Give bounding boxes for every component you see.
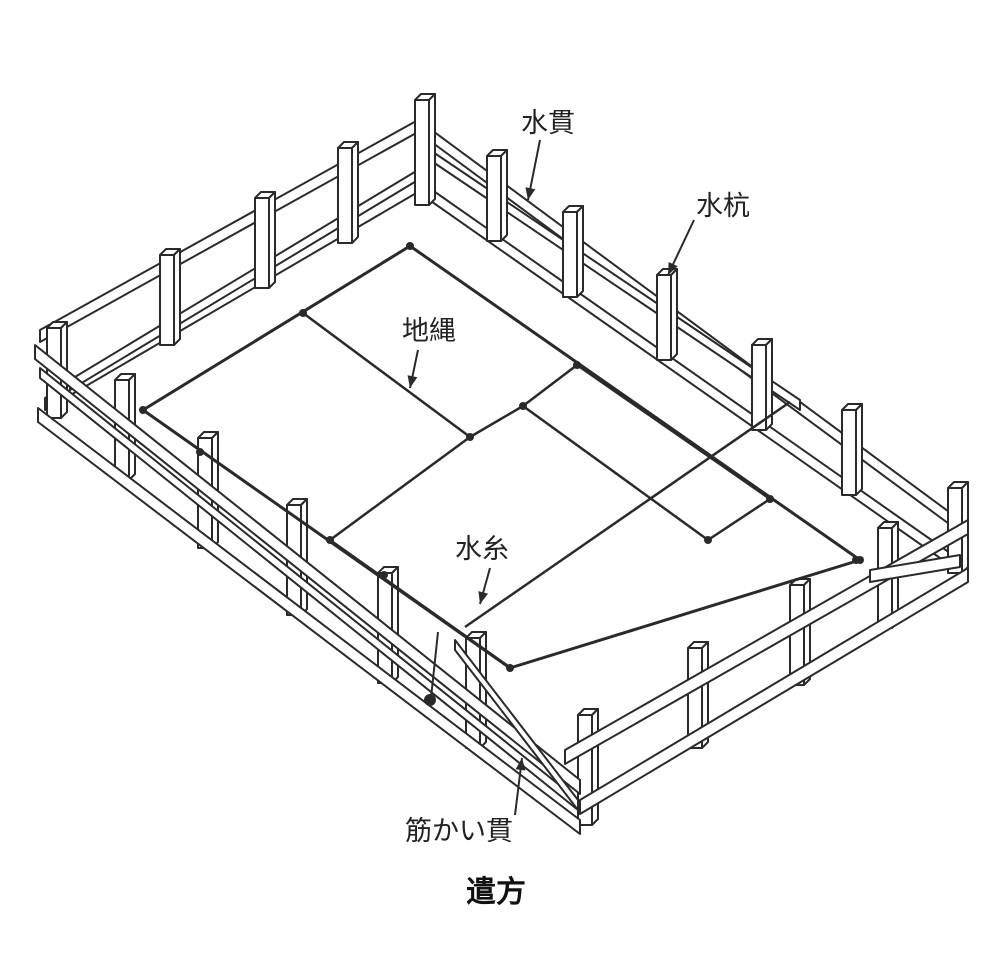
string-6: [329, 435, 471, 542]
mizukui-stake-7: [562, 211, 578, 298]
plumb-line: [430, 631, 439, 699]
label-mizunuki: 水貫: [521, 108, 575, 139]
string-node-8: [573, 361, 581, 369]
mizukui-stake-7-side: [576, 205, 584, 298]
string-11: [329, 538, 509, 668]
string-1: [142, 244, 411, 412]
string-node-11: [766, 495, 774, 503]
mizukui-stake-6-side: [500, 149, 508, 242]
mizukui-stake-4-side: [173, 248, 181, 346]
label-jinawa: 地縄: [402, 316, 456, 347]
string-5: [302, 311, 471, 439]
string-9: [707, 497, 771, 542]
mizukui-stake-8: [656, 274, 672, 361]
leader-mizunuki-head: [525, 187, 536, 200]
nuki-front-right-lower: [579, 567, 969, 815]
label-mizuito: 水糸: [455, 534, 509, 565]
diagram-caption: 遣方: [466, 875, 526, 910]
mizukui-stake-19-side: [803, 578, 811, 686]
mizukui-stake-10-side: [855, 403, 863, 496]
sujikai-front-left: [39, 367, 579, 811]
string-node-6: [466, 433, 474, 441]
nuki-back-left-upper: [39, 119, 419, 343]
mizukui-stake-10: [841, 409, 857, 496]
sujikai-back-right: [429, 149, 801, 411]
nuki-front-right-upper: [564, 519, 969, 765]
string-node-12: [380, 571, 388, 579]
mizukui-stake-1-side: [428, 93, 436, 206]
string-node-7: [326, 536, 334, 544]
mizukui-stake-1: [414, 99, 430, 206]
string-12: [469, 404, 524, 439]
leader-mizuito-head: [478, 591, 489, 604]
string-node-1: [139, 406, 147, 414]
plumb-bob: [424, 694, 436, 706]
mizukui-stake-3: [254, 197, 270, 289]
string-13: [464, 400, 791, 629]
nuki-front-left-upper: [34, 344, 581, 795]
string-node-13: [196, 448, 204, 456]
mizukui-stake-17-side: [591, 708, 599, 826]
sujikai-back-left: [69, 169, 419, 391]
string-8: [522, 404, 709, 542]
string-2: [409, 244, 861, 562]
string-node-9: [519, 402, 527, 410]
string-node-10: [704, 536, 712, 544]
mizukui-stake-3-side: [268, 191, 276, 289]
string-node-14: [852, 556, 860, 564]
mizukui-stake-6: [486, 155, 502, 242]
string-node-2: [406, 242, 414, 250]
mizukui-stake-2: [337, 147, 353, 244]
leader-sujikainuki-head: [515, 758, 526, 771]
mizukui-stake-8-side: [670, 268, 678, 361]
string-3: [509, 558, 861, 670]
label-sujikainuki: 筋かい貫: [405, 816, 513, 847]
front-horizontal-boards: [34, 344, 969, 835]
mizukui-stake-9-side: [765, 338, 773, 431]
sujikai-front-bottom: [454, 639, 579, 811]
leader-jinawa-head: [407, 375, 418, 388]
mizukui-stake-4: [159, 254, 175, 346]
string-7: [522, 364, 578, 407]
leader-arrows: [407, 139, 695, 816]
mizukui-stake-9: [751, 344, 767, 431]
string-node-4: [506, 664, 514, 672]
sujikai-front-right: [869, 554, 961, 583]
nuki-front-left-lower: [37, 407, 581, 835]
leader-mizukui-head: [668, 262, 678, 275]
string-10: [576, 363, 771, 501]
string-node-5: [299, 309, 307, 317]
strings: [139, 242, 864, 706]
label-mizukui: 水杭: [696, 191, 750, 222]
mizukui-stake-2-side: [351, 141, 359, 244]
back-horizontal-boards: [39, 119, 961, 573]
